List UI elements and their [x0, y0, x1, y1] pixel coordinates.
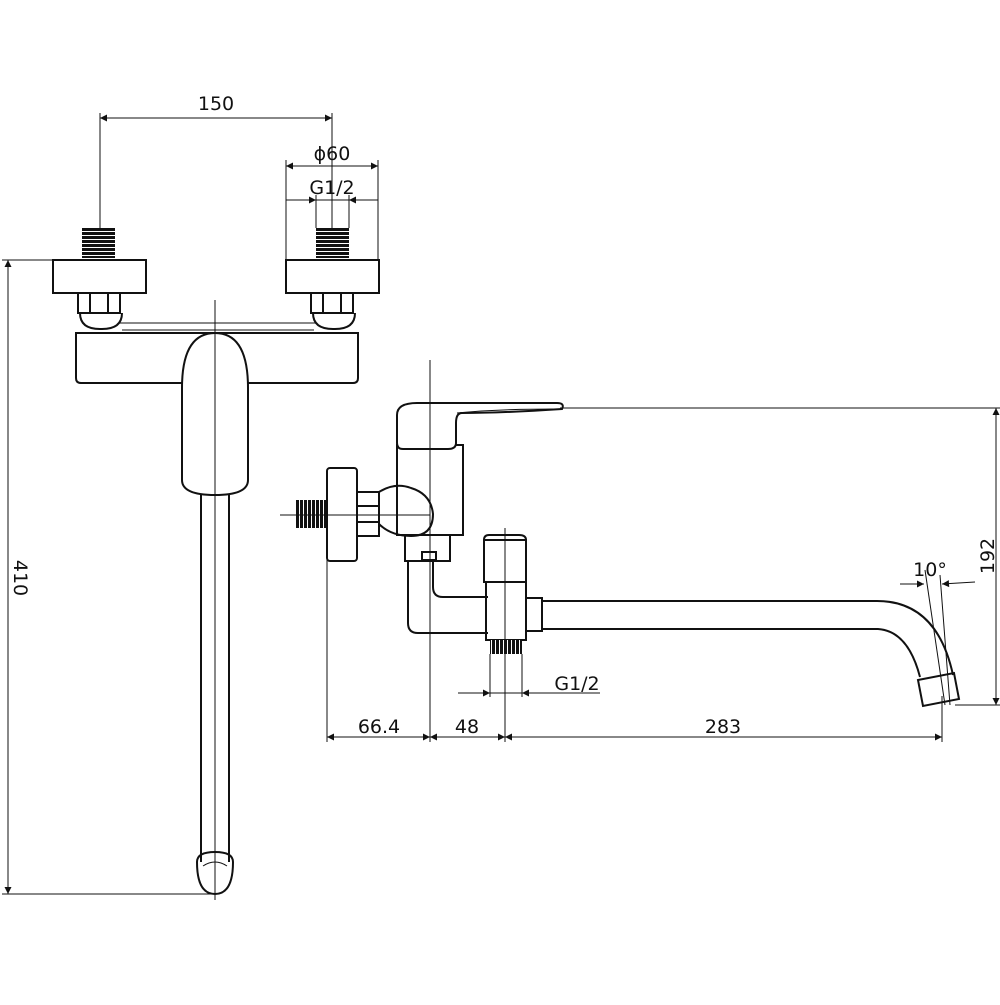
right-nut [310, 292, 354, 314]
dim-150-label: 150 [198, 93, 234, 115]
dim-top-g12-label: G1/2 [309, 177, 354, 199]
side-cartridge [404, 534, 451, 562]
diverter-body [485, 581, 527, 641]
spout-aerator [916, 671, 961, 708]
lever-handle-side [396, 402, 564, 450]
left-inlet-thread [82, 228, 115, 258]
cross-bar [120, 322, 316, 331]
dim-283-label: 283 [705, 716, 741, 738]
right-flange [285, 259, 380, 294]
dim-angle-label: 10° [913, 559, 947, 581]
front-view [52, 228, 380, 900]
front-dimensions: 150 ϕ60 G1/2 410 [2, 93, 379, 895]
left-flange [52, 259, 147, 294]
left-nut-bottom [79, 312, 123, 330]
dim-192-label: 192 [977, 538, 999, 574]
side-spout [542, 600, 954, 678]
side-dimensions: 192 10° G1/2 66.4 48 283 [327, 407, 1000, 741]
side-view [280, 360, 961, 742]
side-down-pipe [407, 561, 488, 634]
spout-coupling [526, 597, 543, 632]
dim-66-4-label: 66.4 [358, 716, 400, 738]
right-inlet-thread [316, 228, 349, 258]
right-nut-bottom [312, 312, 356, 330]
side-nut [356, 491, 380, 537]
side-inlet-thread [296, 500, 326, 528]
spout-outlet-front [195, 850, 235, 896]
dim-48-label: 48 [455, 716, 479, 738]
left-nut [77, 292, 121, 314]
dim-phi60-label: ϕ60 [314, 143, 351, 165]
dim-bottom-g12-label: G1/2 [554, 673, 599, 695]
dim-410-label: 410 [9, 560, 31, 596]
spout-front [200, 492, 230, 862]
side-outlet-thread [490, 640, 522, 654]
mixer-body-front [75, 332, 359, 384]
side-eccentric-connector [378, 484, 435, 538]
